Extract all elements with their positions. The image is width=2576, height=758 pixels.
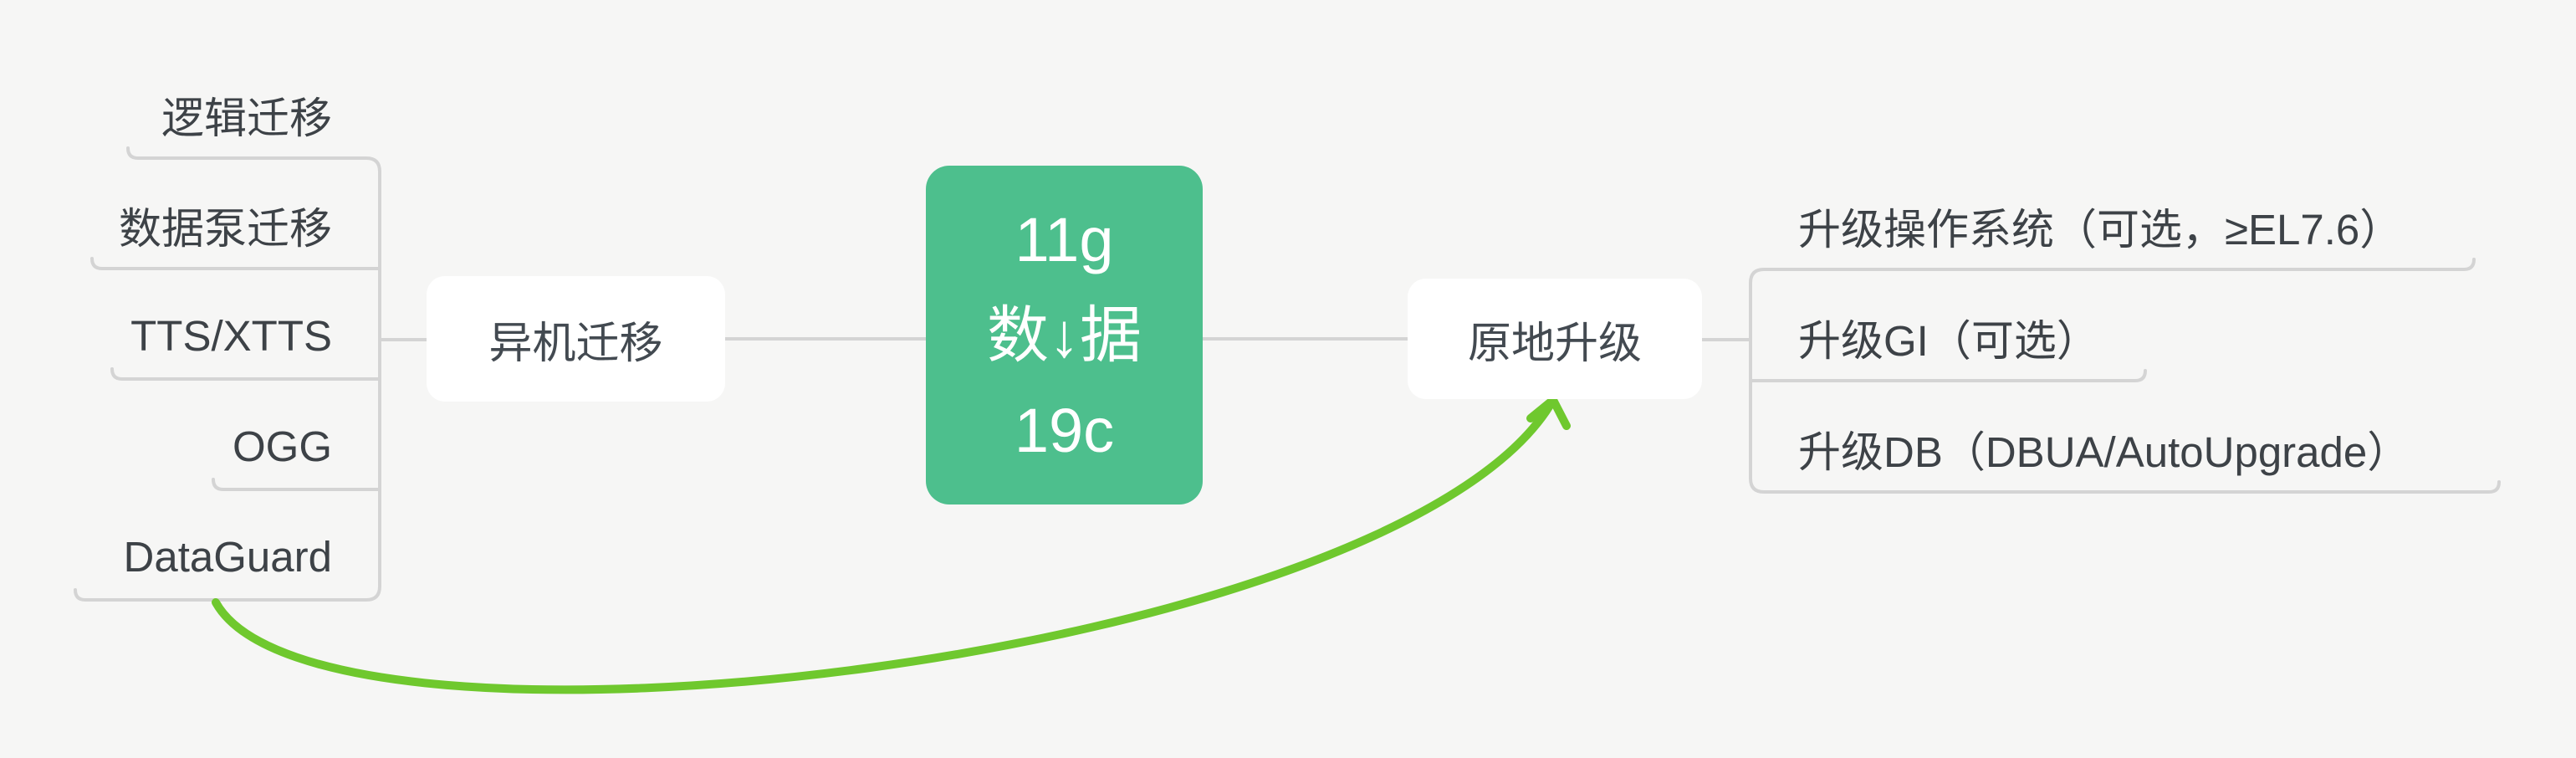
underline-datapump — [90, 257, 380, 270]
branch-node-inplace-upgrade-label: 原地升级 — [1467, 319, 1642, 368]
child-topic-logical-migration[interactable]: 逻辑迁移 — [161, 48, 332, 158]
underline-upgrade-gi — [1751, 369, 2147, 382]
child-topic-datapump-migration[interactable]: 数据泵迁移 — [119, 158, 332, 269]
child-topic-label: 升级GI（可选） — [1798, 316, 2099, 365]
child-topic-upgrade-db[interactable]: 升级DB（DBUA/AutoUpgrade） — [1798, 381, 2410, 492]
child-topic-label: TTS/XTTS — [130, 311, 332, 360]
child-topic-label: 升级操作系统（可选，≥EL7.6） — [1798, 205, 2403, 254]
underline-ogg — [212, 478, 380, 491]
child-topic-tts-xtts[interactable]: TTS/XTTS — [130, 269, 332, 379]
relationship-arrow-curve[interactable] — [212, 396, 1557, 694]
central-topic-line3: 19c — [1014, 395, 1115, 465]
child-topic-upgrade-gi[interactable]: 升级GI（可选） — [1798, 269, 2099, 381]
child-topic-label: OGG — [232, 422, 332, 470]
child-topic-upgrade-os[interactable]: 升级操作系统（可选，≥EL7.6） — [1798, 158, 2402, 269]
child-topic-label: 逻辑迁移 — [161, 95, 332, 142]
central-topic-line1: 11g — [1015, 204, 1114, 274]
central-topic-line2: 数↓据 — [987, 300, 1142, 370]
central-topic-node[interactable]: 11g 数↓据 19c — [926, 166, 1203, 504]
child-topic-label: DataGuard — [123, 532, 332, 581]
branch-node-migration-label: 异机迁移 — [488, 319, 663, 368]
child-topic-label: 数据泵迁移 — [118, 205, 332, 253]
relationship-arrowhead-icon — [1526, 396, 1571, 430]
underline-tts-xtts — [110, 367, 380, 381]
child-topic-ogg[interactable]: OGG — [233, 379, 332, 489]
child-topic-dataguard[interactable]: DataGuard — [124, 489, 332, 600]
branch-node-inplace-upgrade[interactable]: 原地升级 — [1408, 279, 1702, 399]
child-topic-label: 升级DB（DBUA/AutoUpgrade） — [1798, 428, 2410, 476]
branch-node-migration[interactable]: 异机迁移 — [427, 276, 725, 402]
